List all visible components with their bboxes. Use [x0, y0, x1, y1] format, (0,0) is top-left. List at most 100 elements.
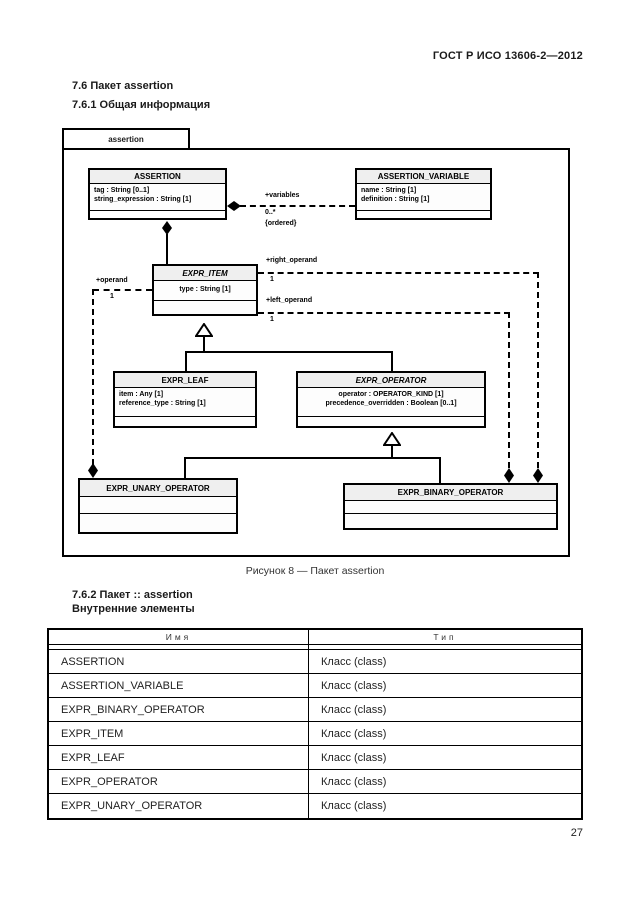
section-7-6-1-title: 7.6.1 Общая информация [72, 99, 211, 111]
cell-name: EXPR_OPERATOR [49, 770, 309, 793]
class-operations [357, 210, 490, 218]
composition-diamond-icon [533, 468, 543, 483]
spacer-cell [49, 645, 309, 649]
left-operand-role-label: +left_operand [266, 297, 313, 304]
attribute: reference_type : String [1] [119, 400, 206, 408]
uml-class-expr-unary-operator: EXPR_UNARY_OPERATOR [78, 478, 238, 534]
table-row: EXPR_OPERATOR Класс (class) [49, 770, 581, 794]
cell-name: EXPR_BINARY_OPERATOR [49, 698, 309, 721]
table-header-rule [49, 645, 581, 650]
left-operand-multiplicity-label: 1 [270, 316, 274, 323]
table-row: ASSERTION Класс (class) [49, 650, 581, 674]
attribute: item : Any [1] [119, 391, 164, 398]
right-operand-role-label: +right_operand [266, 257, 318, 264]
assertion-expr-item-line [166, 234, 168, 264]
attribute: type : String [1] [179, 286, 231, 293]
uml-class-assertion-variable: ASSERTION_VARIABLE name : String [1] def… [355, 168, 492, 220]
section-7-6-2-title: 7.6.2 Пакет :: assertion [72, 589, 193, 601]
attribute: operator : OPERATOR_KIND [1] [338, 391, 444, 398]
generalization-line [184, 457, 441, 459]
generalization-line [185, 351, 393, 353]
class-attributes: type : String [1] [154, 281, 256, 300]
uml-class-expr-operator: EXPR_OPERATOR operator : OPERATOR_KIND [… [296, 371, 486, 428]
left-operand-association-line [508, 312, 510, 468]
generalization-line [391, 446, 393, 458]
class-title: EXPR_OPERATOR [298, 373, 484, 388]
class-attributes: operator : OPERATOR_KIND [1] precedence_… [298, 388, 484, 416]
table-row: EXPR_LEAF Класс (class) [49, 746, 581, 770]
attribute: string_expression : String [1] [94, 196, 192, 204]
attribute: name : String [1] [361, 187, 417, 194]
class-attributes [345, 501, 556, 513]
cell-type: Класс (class) [321, 727, 387, 740]
table-row: ASSERTION_VARIABLE Класс (class) [49, 674, 581, 698]
variables-multiplicity-label: 0..* [265, 209, 276, 216]
composition-diamond-icon [227, 201, 241, 211]
class-attributes: name : String [1] definition : String [1… [357, 184, 490, 210]
operand-association-line [93, 289, 152, 291]
class-operations [115, 416, 255, 426]
class-title: ASSERTION_VARIABLE [357, 170, 490, 184]
column-header-type: Тип [433, 632, 457, 642]
page-number: 27 [570, 827, 583, 839]
uml-class-expr-binary-operator: EXPR_BINARY_OPERATOR [343, 483, 558, 530]
composition-diamond-icon [504, 468, 514, 483]
composition-diamond-icon [162, 221, 172, 235]
class-title: ASSERTION [90, 170, 225, 184]
operand-multiplicity-label: 1 [110, 293, 114, 300]
left-operand-association-line [258, 312, 510, 314]
package-tab: assertion [62, 128, 190, 150]
doc-code-header: ГОСТ Р ИСО 13606-2—2012 [432, 50, 583, 62]
inner-elements-table: Имя Тип ASSERTION Класс (class) ASSERTIO… [47, 628, 583, 820]
class-title: EXPR_BINARY_OPERATOR [345, 485, 556, 501]
section-7-6-title: 7.6 Пакет assertion [72, 80, 174, 92]
class-operations [345, 513, 556, 528]
class-title: EXPR_UNARY_OPERATOR [80, 480, 236, 497]
column-header-name: Имя [49, 630, 309, 644]
cell-type: Класс (class) [321, 655, 387, 668]
cell-type: Класс (class) [321, 679, 387, 692]
cell-name: EXPR_ITEM [49, 722, 309, 745]
class-operations [298, 416, 484, 426]
right-operand-association-line [258, 272, 539, 274]
composition-diamond-icon [88, 463, 98, 478]
class-operations [90, 210, 225, 218]
section-7-6-2-subtitle: Внутренние элементы [72, 603, 195, 615]
class-operations [80, 513, 236, 532]
class-attributes [80, 497, 236, 513]
class-attributes: tag : String [0..1] string_expression : … [90, 184, 225, 210]
generalization-triangle-icon [383, 432, 401, 446]
generalization-line [391, 351, 393, 371]
generalization-triangle-icon [195, 323, 213, 337]
generalization-line [439, 457, 441, 483]
cell-name: EXPR_UNARY_OPERATOR [49, 794, 309, 818]
table-row: EXPR_UNARY_OPERATOR Класс (class) [49, 794, 581, 818]
cell-name: ASSERTION_VARIABLE [49, 674, 309, 697]
uml-class-expr-leaf: EXPR_LEAF item : Any [1] reference_type … [113, 371, 257, 428]
cell-type: Класс (class) [321, 775, 387, 788]
variables-association-line [240, 205, 355, 207]
cell-type: Класс (class) [321, 800, 387, 812]
variables-role-label: +variables [265, 192, 300, 199]
right-operand-multiplicity-label: 1 [270, 276, 274, 283]
operand-association-line [92, 289, 94, 465]
class-title: EXPR_ITEM [154, 266, 256, 281]
figure-caption: Рисунок 8 — Пакет assertion [245, 565, 385, 577]
right-operand-association-line [537, 272, 539, 468]
uml-class-expr-item: EXPR_ITEM type : String [1] [152, 264, 258, 316]
attribute: precedence_overridden : Boolean [0..1] [325, 400, 457, 408]
operand-role-label: +operand [96, 277, 128, 284]
variables-ordered-constraint-label: {ordered} [265, 220, 297, 227]
table-row: EXPR_BINARY_OPERATOR Класс (class) [49, 698, 581, 722]
cell-name: ASSERTION [49, 650, 309, 673]
generalization-line [203, 337, 205, 352]
spacer-cell [309, 645, 581, 649]
cell-type: Класс (class) [321, 751, 387, 764]
generalization-line [184, 457, 186, 478]
cell-type: Класс (class) [321, 703, 387, 716]
attribute: definition : String [1] [361, 196, 430, 204]
uml-class-assertion: ASSERTION tag : String [0..1] string_exp… [88, 168, 227, 220]
class-title: EXPR_LEAF [115, 373, 255, 388]
table-header-row: Имя Тип [49, 630, 581, 645]
